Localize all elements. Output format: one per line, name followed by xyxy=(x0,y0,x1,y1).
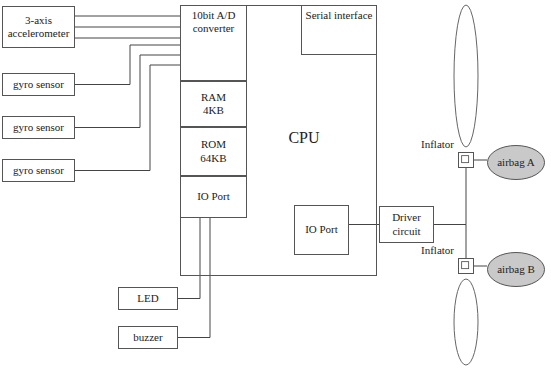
airbag-outline xyxy=(454,279,478,365)
signal-wire xyxy=(349,224,379,225)
sensor-box: gyro sensor xyxy=(2,159,75,182)
sensor-box: 3-axis accelerometer xyxy=(2,6,75,48)
signal-wire xyxy=(75,16,180,38)
driver-box: Driver circuit xyxy=(379,206,434,243)
airbag-ellipse: airbag B xyxy=(487,252,545,287)
buzzer-box: buzzer xyxy=(118,326,178,349)
node-label: Inflator xyxy=(421,138,454,151)
node-label: 10bit A/D converter xyxy=(181,9,246,35)
inflator-symbol xyxy=(459,153,473,167)
node-label: CPU xyxy=(261,128,347,147)
signal-wire xyxy=(178,218,200,299)
node-label: IO Port xyxy=(194,190,233,203)
node-label: IO Port xyxy=(302,223,341,236)
cpu-box: CPU 10bit A/D converter Serial interfaceRA… xyxy=(180,5,377,276)
inflator-box: Inflator xyxy=(458,152,474,168)
signal-wire xyxy=(474,266,487,267)
sensor-box: gyro sensor xyxy=(2,116,75,139)
node-label: 3-axis accelerometer xyxy=(3,14,74,40)
airbag-outline xyxy=(454,5,478,147)
node-label: LED xyxy=(134,292,161,305)
signal-wire xyxy=(75,55,180,128)
adc-box: 10bit A/D converter xyxy=(180,5,247,81)
node-label: airbag B xyxy=(494,263,538,276)
io-port-box: IO Port xyxy=(180,176,247,218)
node-label: ROM 64KB xyxy=(191,138,237,164)
inflator-box: Inflator xyxy=(458,258,474,274)
signal-wire xyxy=(474,160,487,161)
node-label: buzzer xyxy=(130,331,165,344)
ram-box: RAM 4KB xyxy=(180,81,247,127)
node-label: Serial interface xyxy=(303,9,376,22)
sensor-box: gyro sensor xyxy=(2,73,75,96)
node-label: gyro sensor xyxy=(10,164,67,177)
serial-box: Serial interface xyxy=(301,5,377,55)
node-label: airbag A xyxy=(494,156,538,169)
rom-box: ROM 64KB xyxy=(180,127,247,176)
signal-wire xyxy=(75,65,180,171)
node-label: gyro sensor xyxy=(10,78,67,91)
io-port-box: IO Port xyxy=(294,205,349,255)
node-label: RAM 4KB xyxy=(191,91,237,117)
signal-wire xyxy=(178,218,210,338)
node-label: Driver circuit xyxy=(380,211,433,237)
signal-wire xyxy=(434,168,466,225)
node-label: gyro sensor xyxy=(10,121,67,134)
airbag-ellipse: airbag A xyxy=(487,145,545,180)
node-label: Inflator xyxy=(421,244,454,257)
inflator-symbol xyxy=(459,259,473,273)
led-box: LED xyxy=(118,287,178,310)
